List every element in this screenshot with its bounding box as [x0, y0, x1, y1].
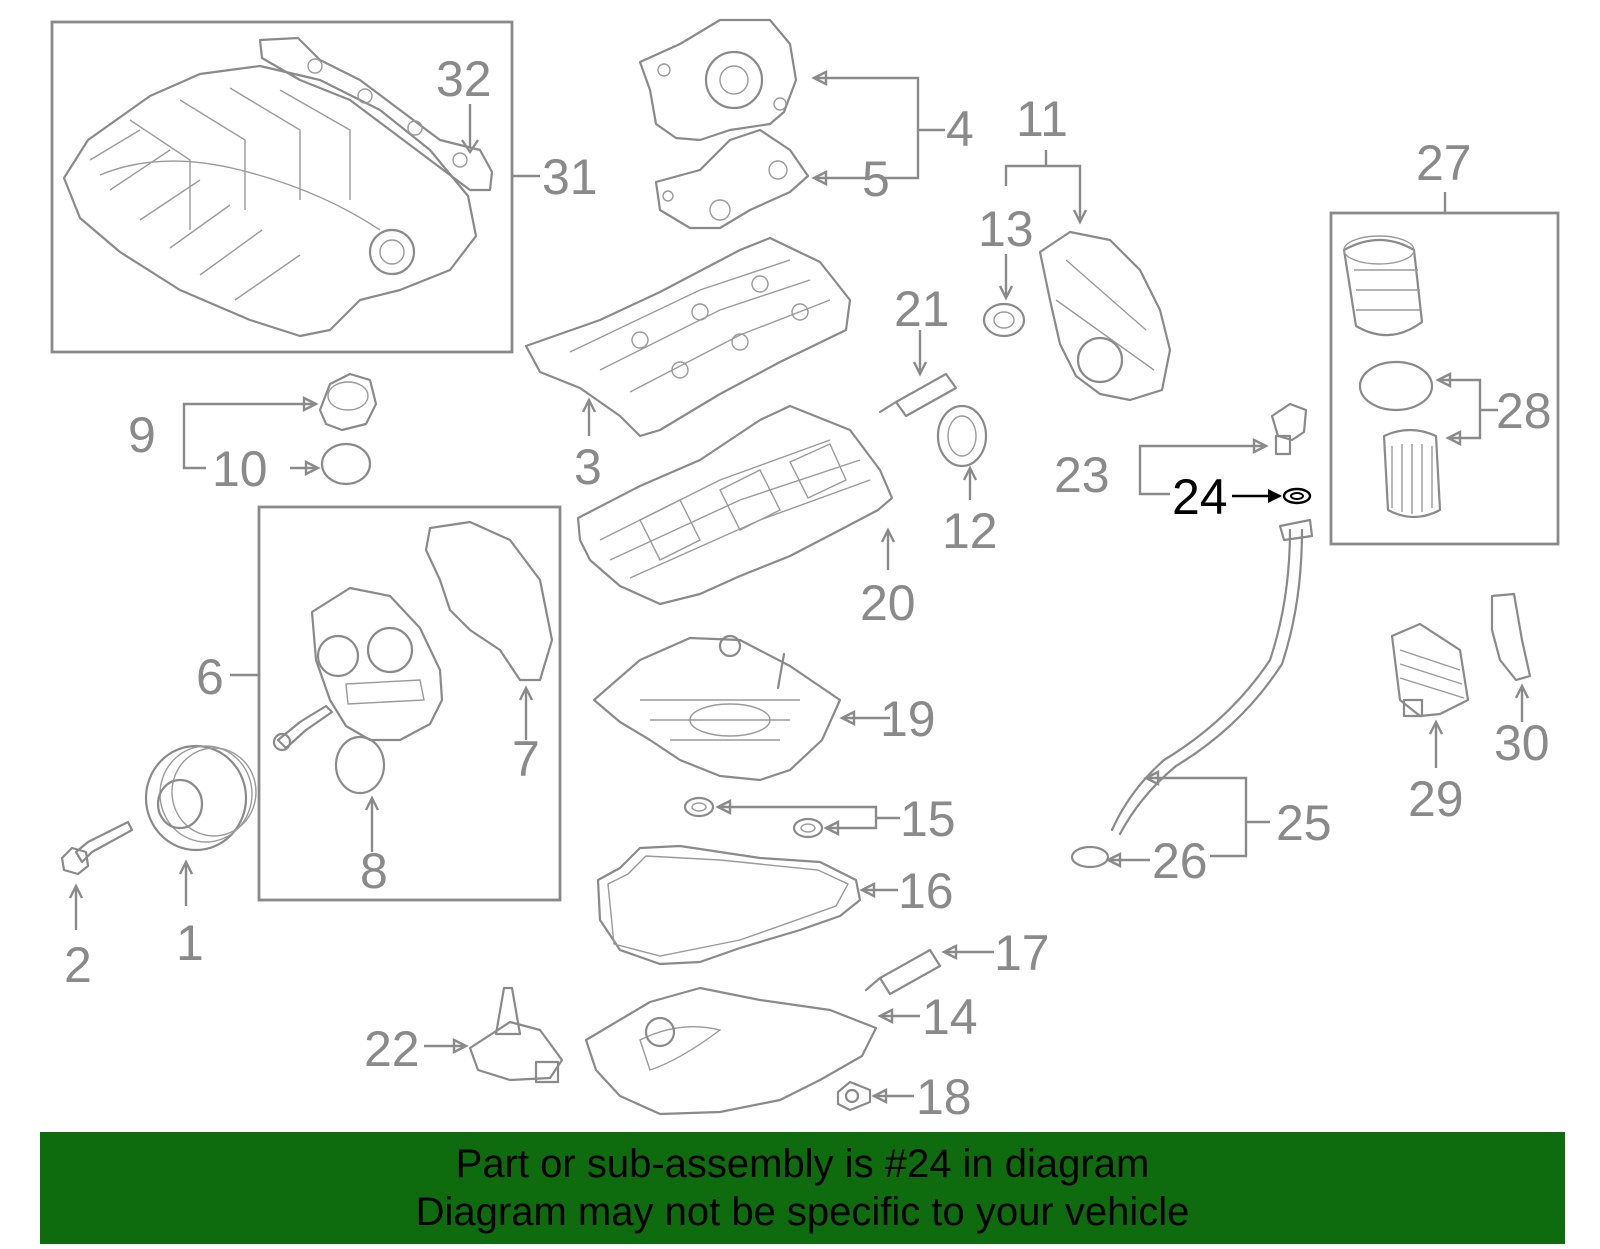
- oil-filter-housing-drawing: [638, 18, 798, 142]
- callout-4: 4: [946, 101, 974, 157]
- callout-13: 13: [978, 201, 1034, 257]
- dipstick-tube-drawing: [1110, 518, 1314, 836]
- callout-32: 32: [436, 51, 492, 107]
- oil-filter-element-drawing: [1382, 428, 1442, 519]
- callout-29: 29: [1408, 771, 1464, 827]
- oil-pan-gasket-drawing: [596, 844, 862, 966]
- callout-18: 18: [916, 1069, 972, 1125]
- callout-12: 12: [942, 503, 998, 559]
- dipstick-tube-seal: [1070, 845, 1110, 869]
- timing-cover-gasket-drawing: [424, 520, 554, 682]
- banner-line-disclaimer: Diagram may not be specific to your vehi…: [415, 1190, 1190, 1234]
- callout-labels: 1 2 3 4 5 6 7 8 9 10 11 12 13 14 15 16 1…: [64, 51, 1552, 1125]
- oil-filter-cartridge-drawing: [1342, 235, 1424, 337]
- pulley-bolt-drawing: [60, 820, 134, 876]
- callout-6: 6: [196, 649, 224, 705]
- timing-cover-drawing: [310, 586, 444, 742]
- callout-20: 20: [860, 575, 916, 631]
- drain-plug-drawing: [836, 1080, 872, 1112]
- filler-cap-seal: [320, 442, 372, 486]
- callout-21: 21: [894, 281, 950, 337]
- plug-13-drawing: [982, 302, 1026, 338]
- group-box-timing-cover: [257, 505, 562, 902]
- callout-24-arrowhead: [1268, 489, 1282, 503]
- oil-baffle-drawing: [592, 634, 842, 782]
- intake-manifold-drawing: [62, 64, 478, 338]
- oil-filter-o-ring: [1358, 360, 1434, 412]
- callout-30: 30: [1494, 715, 1550, 771]
- callout-16: 16: [898, 863, 954, 919]
- cover-bolt-drawing: [272, 704, 334, 752]
- crank-pulley-drawing: [144, 744, 257, 852]
- seal-ring-upper: [683, 796, 715, 818]
- callout-2: 2: [64, 937, 92, 993]
- cylinder-head-drawing: [576, 404, 894, 606]
- filler-cap-drawing: [318, 372, 378, 432]
- sealant-tube-21-drawing: [878, 372, 958, 418]
- callout-8: 8: [360, 843, 388, 899]
- callout-14: 14: [922, 989, 978, 1045]
- callout-3: 3: [574, 439, 602, 495]
- timing-cover-upper-drawing: [1038, 230, 1172, 402]
- valve-cover-drawing: [524, 236, 852, 438]
- callout-19: 19: [880, 691, 936, 747]
- seal-12-drawing: [936, 404, 988, 468]
- callout-15: 15: [900, 791, 956, 847]
- group-box-intake: [50, 20, 514, 354]
- leader-lines: [68, 70, 1530, 1104]
- callout-27: 27: [1416, 135, 1472, 191]
- banner-line-part: Part or sub-assembly is #24 in diagram: [455, 1142, 1150, 1186]
- info-banner: Part or sub-assembly is #24 in diagram D…: [40, 1132, 1565, 1244]
- callout-17: 17: [994, 925, 1050, 981]
- dipstick-cap-drawing: [1270, 402, 1308, 456]
- cover-seal-ring: [334, 735, 386, 795]
- callout-1: 1: [176, 915, 204, 971]
- dipstick-o-ring-highlight: [1282, 487, 1312, 505]
- callout-10: 10: [212, 441, 268, 497]
- callout-24: 24: [1172, 469, 1228, 525]
- callout-23: 23: [1054, 447, 1110, 503]
- oil-cooler-gasket-drawing: [1490, 592, 1532, 682]
- intake-gasket-drawing: [258, 36, 494, 192]
- housing-gasket-drawing: [654, 128, 810, 230]
- callout-7: 7: [512, 731, 540, 787]
- oil-cooler-drawing: [1390, 622, 1470, 718]
- callout-31: 31: [542, 149, 598, 205]
- oil-level-sensor-drawing: [468, 986, 564, 1084]
- callout-25: 25: [1276, 795, 1332, 851]
- callout-26: 26: [1152, 833, 1208, 889]
- seal-ring-lower: [792, 817, 824, 839]
- callout-11: 11: [1016, 91, 1068, 147]
- callout-28: 28: [1496, 383, 1552, 439]
- callout-22: 22: [364, 1021, 420, 1077]
- oil-pan-drawing: [584, 986, 878, 1116]
- sealant-tube-17-drawing: [864, 948, 942, 996]
- callout-5: 5: [862, 151, 890, 207]
- callout-9: 9: [128, 407, 156, 463]
